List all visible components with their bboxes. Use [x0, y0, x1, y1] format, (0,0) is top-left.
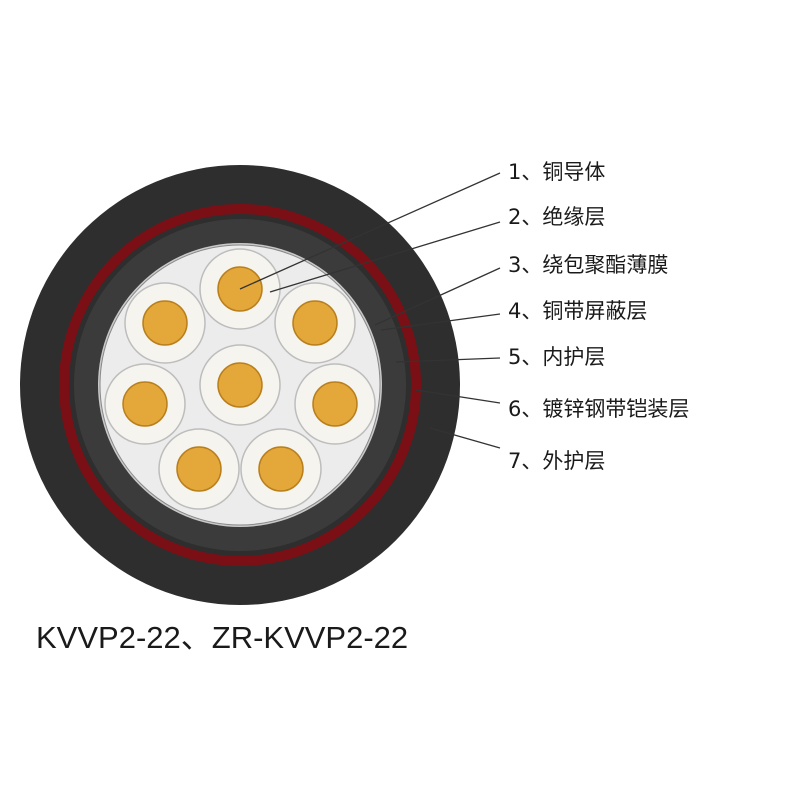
armor-tape-layer — [59, 204, 421, 566]
leader-line-7 — [429, 427, 501, 449]
leader-line-1 — [239, 172, 501, 290]
legend-item-2: 2、绝缘层 — [508, 205, 605, 229]
legend-item-6: 6、镀锌钢带铠装层 — [508, 397, 689, 421]
core-conductor — [217, 362, 263, 408]
legend-item-1: 1、铜导体 — [508, 160, 605, 184]
legend-item-4: 4、铜带屏蔽层 — [508, 299, 647, 323]
leader-line-2 — [269, 221, 501, 293]
core-conductor — [122, 381, 168, 427]
leader-line-3 — [374, 267, 501, 326]
leader-line-4 — [380, 313, 501, 331]
core-conductor — [258, 446, 304, 492]
legend-item-3: 3、绕包聚酯薄膜 — [508, 253, 668, 277]
legend-item-7: 7、外护层 — [508, 449, 605, 473]
leader-lines — [239, 172, 501, 449]
leader-line-5 — [395, 357, 501, 363]
leader-line-6 — [415, 389, 501, 404]
legend-item-5: 5、内护层 — [508, 345, 605, 369]
model-caption: KVVP2-22、ZR-KVVP2-22 — [36, 620, 408, 655]
core-conductor — [142, 300, 188, 346]
core-conductor — [312, 381, 358, 427]
core-conductor — [292, 300, 338, 346]
legend: 1、铜导体 2、绝缘层 3、绕包聚酯薄膜 4、铜带屏蔽层 5、内护层 6、镀锌钢… — [508, 160, 689, 473]
core-conductor — [176, 446, 222, 492]
